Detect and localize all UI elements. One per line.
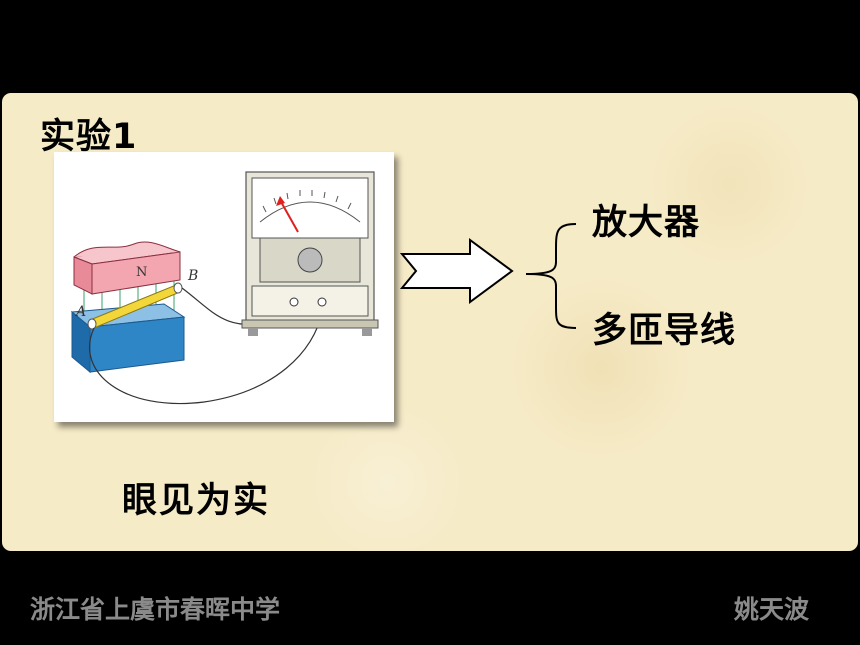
point-a-label: A — [74, 304, 86, 320]
magnet-label: N — [136, 265, 147, 280]
experiment-illustration: N A B — [54, 152, 394, 422]
output-amplifier: 放大器 — [592, 203, 701, 243]
experiment-drawing: N A B — [70, 171, 379, 404]
slide-caption: 眼见为实 — [122, 481, 271, 521]
point-b-label: B — [187, 268, 198, 284]
conductor-rod — [87, 282, 183, 330]
galvanometer — [241, 171, 379, 336]
footer-school: 浙江省上虞市春晖中学 — [30, 595, 281, 624]
footer-author: 姚天波 — [734, 595, 810, 624]
left-brace-icon — [525, 223, 577, 329]
slide-title: 实验1 — [40, 117, 138, 157]
right-arrow-icon — [400, 238, 514, 304]
galvanometer-needle — [279, 199, 299, 233]
top-magnet — [73, 241, 181, 295]
output-multi-turn-wire: 多匝导线 — [592, 311, 737, 351]
